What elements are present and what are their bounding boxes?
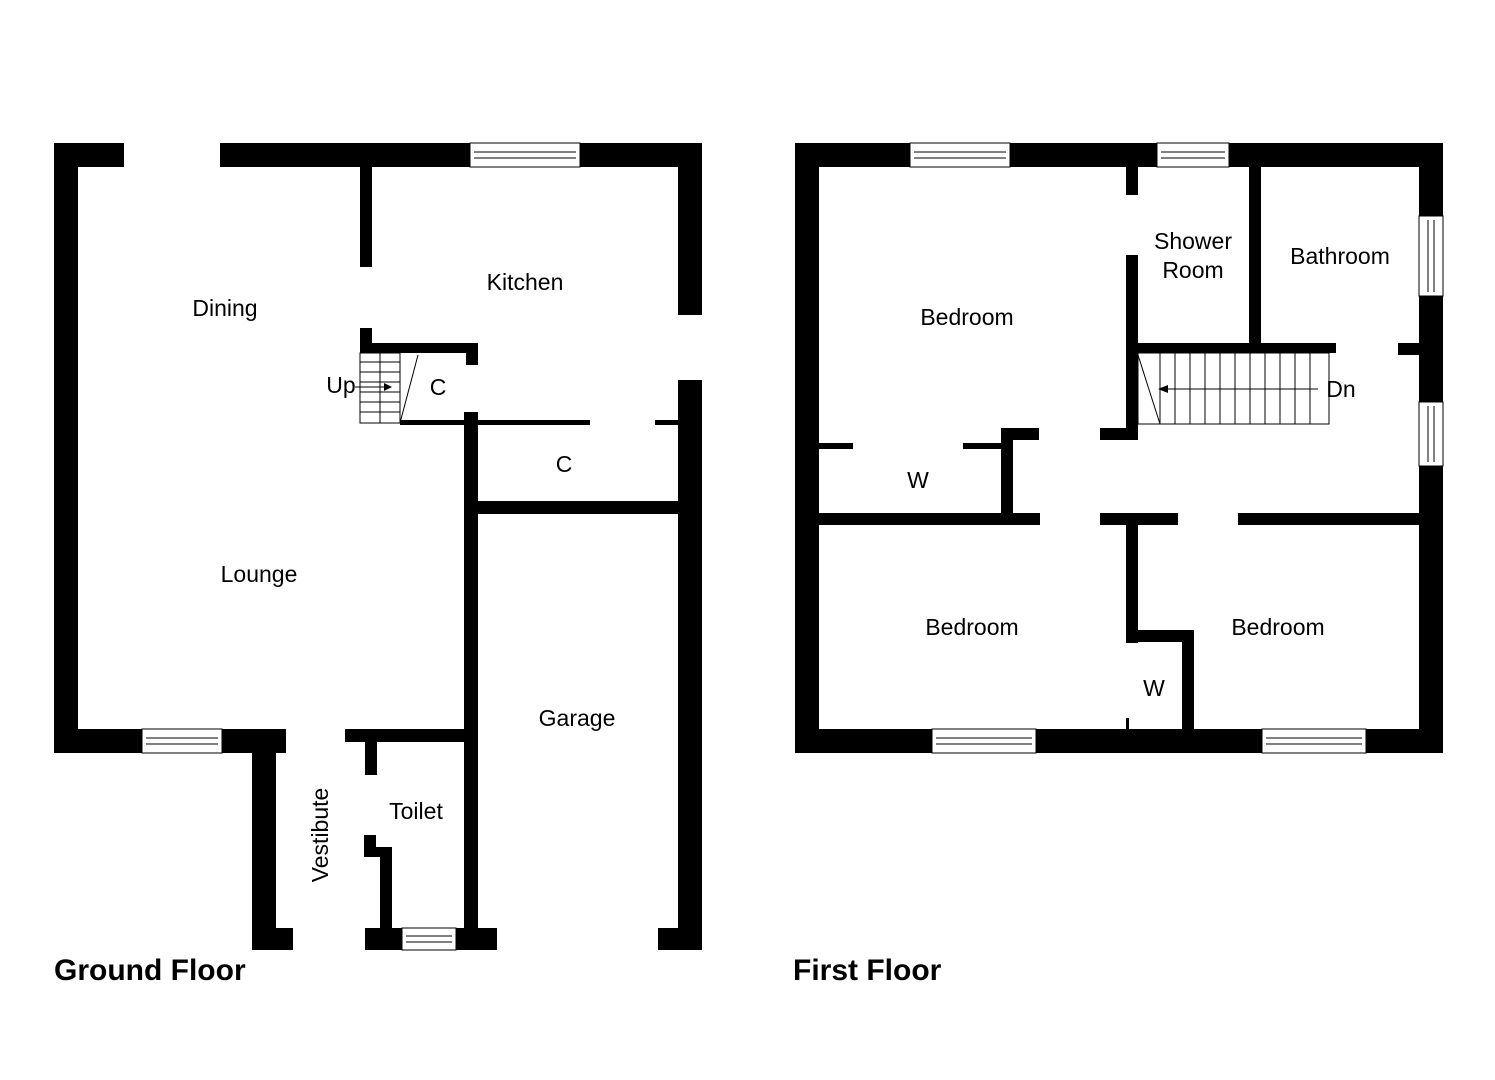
first-floor-windows — [909, 142, 1444, 754]
window-lounge — [141, 728, 223, 754]
room-label-toilet: Toilet — [389, 798, 443, 824]
room-label-shower-line1: Shower — [1154, 228, 1232, 254]
room-label-lounge: Lounge — [221, 561, 298, 587]
ground-floor-title: Ground Floor — [54, 954, 246, 987]
room-label-bedroom-2: Bedroom — [925, 614, 1018, 640]
room-label-cupboard-1: C — [430, 374, 447, 400]
room-label-bathroom: Bathroom — [1290, 243, 1390, 269]
window-landing — [1418, 401, 1444, 467]
window-bathroom — [1418, 215, 1444, 297]
first-floor-walls — [795, 143, 1443, 753]
room-label-kitchen: Kitchen — [487, 269, 564, 295]
first-floor-stairs — [1137, 352, 1330, 425]
ground-floor-walls — [54, 143, 702, 950]
ground-floor-labels: Dining Kitchen Up C C Lounge Garage Toil… — [54, 269, 615, 987]
room-label-garage: Garage — [539, 705, 616, 731]
first-floor-labels: Bedroom Shower Room Bathroom Dn W Bedroo… — [793, 228, 1390, 987]
room-label-bedroom-3: Bedroom — [1231, 614, 1324, 640]
room-label-wardrobe-2: W — [1143, 675, 1165, 701]
stair-label-down: Dn — [1326, 376, 1355, 402]
room-label-wardrobe-1: W — [907, 467, 929, 493]
window-bedroom-top — [909, 142, 1011, 168]
room-label-vestibute: Vestibute — [307, 788, 333, 883]
ground-floor-windows — [141, 142, 581, 951]
room-label-dining: Dining — [192, 295, 257, 321]
room-label-shower-line2: Room — [1162, 257, 1223, 283]
window-toilet — [401, 927, 457, 951]
room-label-bedroom-1: Bedroom — [920, 304, 1013, 330]
window-shower-room — [1156, 142, 1230, 168]
room-label-cupboard-2: C — [556, 451, 573, 477]
stair-label-up: Up — [326, 372, 355, 398]
first-floor-title: First Floor — [793, 954, 942, 987]
ground-floor-stairs — [355, 352, 419, 424]
window-bedroom-left — [931, 728, 1037, 754]
window-bedroom-right — [1261, 728, 1367, 754]
window-kitchen — [469, 142, 581, 168]
